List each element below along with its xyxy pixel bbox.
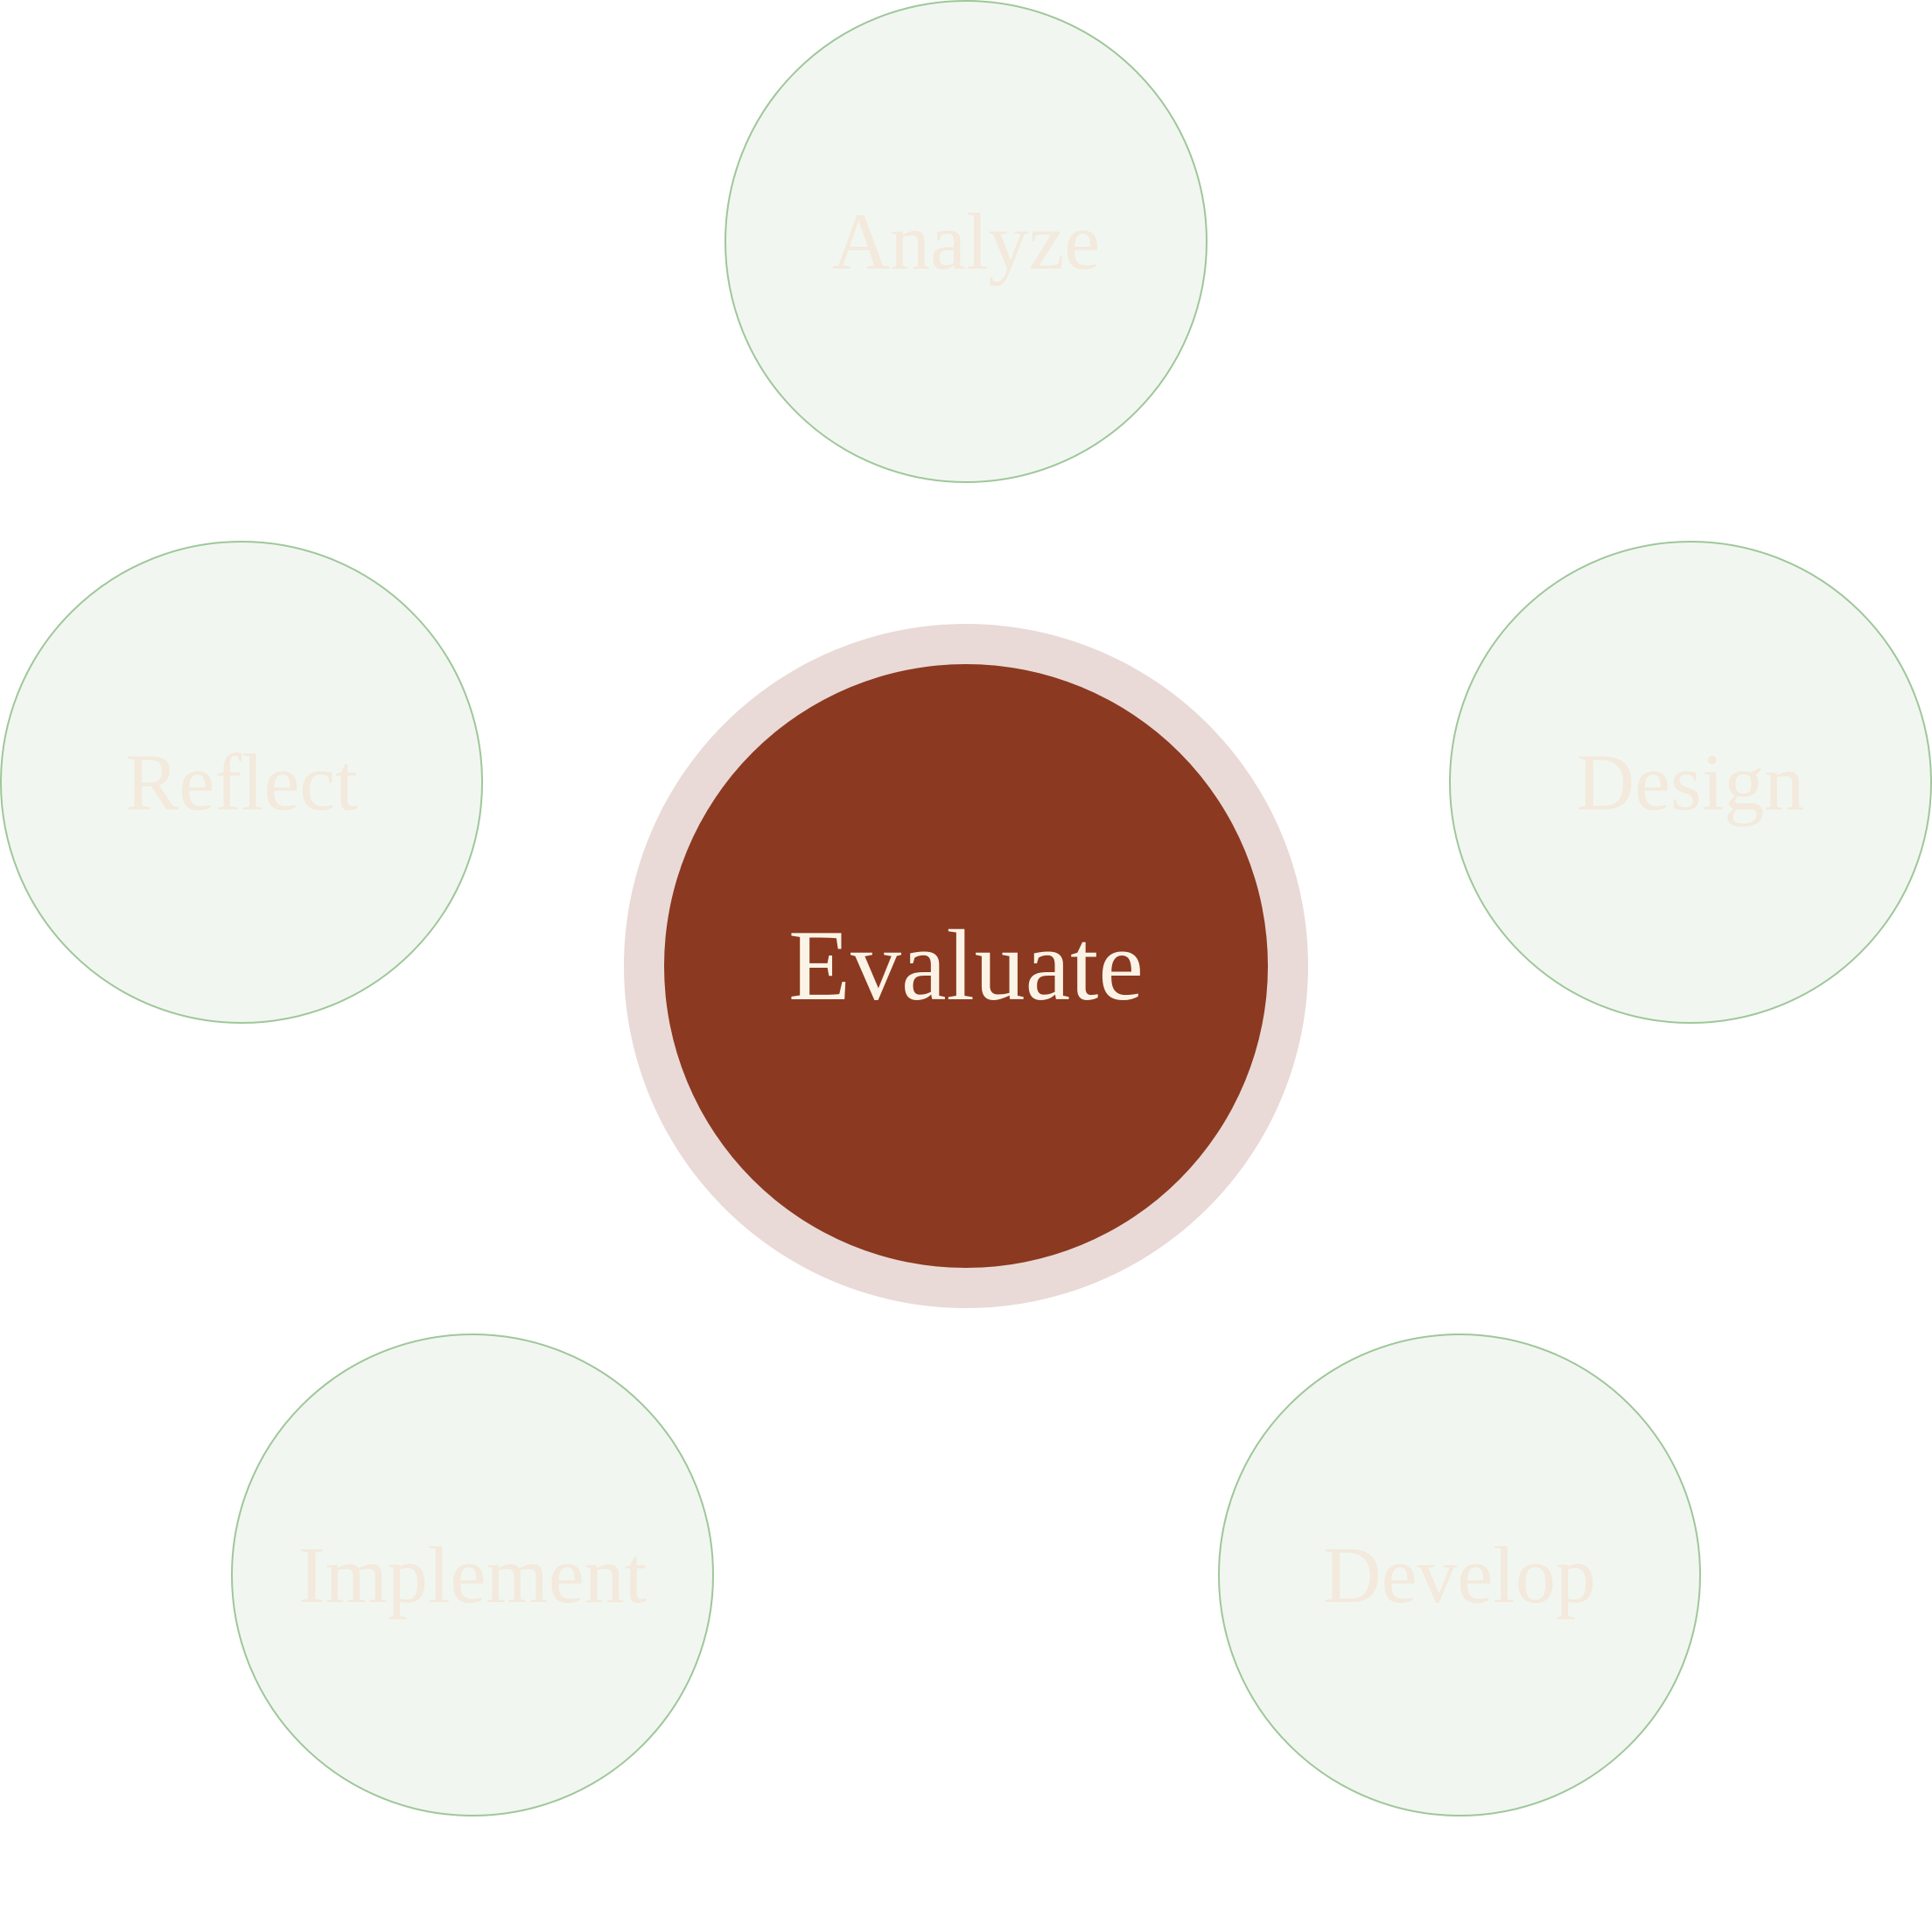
center-node-evaluate: Evaluate	[624, 624, 1308, 1308]
stage-circle-analyze	[724, 0, 1208, 483]
stage-label-implement: Implement	[298, 1530, 648, 1620]
center-circle	[664, 664, 1268, 1268]
center-label: Evaluate	[788, 910, 1144, 1022]
stage-label-develop: Develop	[1323, 1530, 1596, 1620]
stage-label-analyze: Analyze	[832, 197, 1101, 286]
stage-node-reflect: Reflect	[0, 541, 483, 1024]
stage-node-analyze: Analyze	[724, 0, 1208, 483]
stage-label-reflect: Reflect	[125, 738, 358, 827]
stage-circle-implement	[231, 1334, 714, 1816]
stage-circle-reflect	[0, 541, 483, 1024]
stage-label-design: Design	[1577, 738, 1805, 827]
stage-circle-develop	[1218, 1334, 1701, 1816]
stage-circle-design	[1449, 541, 1932, 1024]
stage-node-design: Design	[1449, 541, 1932, 1024]
stage-node-develop: Develop	[1218, 1334, 1701, 1816]
stage-node-implement: Implement	[231, 1334, 714, 1816]
